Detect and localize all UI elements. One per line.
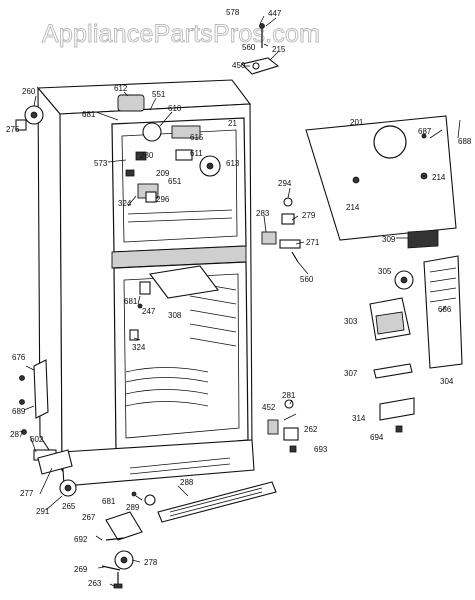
- part-label: 615: [190, 133, 204, 142]
- part-label: 681: [124, 297, 138, 306]
- part-label: 283: [256, 209, 270, 218]
- part-label: 305: [378, 267, 392, 276]
- freezer-controls: [117, 94, 221, 203]
- part-label: 681: [82, 110, 96, 119]
- part-label: 287: [10, 430, 24, 439]
- part-label: 676: [12, 353, 26, 362]
- part-label: 689: [12, 407, 26, 416]
- part-label: 209: [156, 169, 170, 178]
- part-label: 688: [458, 137, 472, 146]
- part-label: 610: [168, 104, 182, 113]
- part-label: 686: [438, 305, 452, 314]
- part-label: 21: [228, 119, 237, 128]
- part-label: 687: [418, 127, 432, 136]
- part-label: 613: [226, 159, 240, 168]
- fresh-food-parts: [129, 265, 219, 341]
- part-label: 294: [278, 179, 292, 188]
- part-label: 560: [300, 275, 314, 284]
- part-label: 324: [118, 199, 132, 208]
- part-label: 280: [140, 151, 154, 160]
- part-label: 681: [102, 497, 116, 506]
- part-label: 692: [74, 535, 88, 544]
- left-lower-parts: [19, 359, 73, 475]
- part-label: 314: [352, 414, 366, 423]
- part-label: 269: [74, 565, 88, 574]
- part-label: 263: [88, 579, 102, 588]
- part-label: 304: [440, 377, 454, 386]
- part-label: 651: [168, 177, 182, 186]
- kick-grille: [157, 481, 277, 523]
- part-label: 296: [156, 195, 170, 204]
- part-label: 201: [350, 118, 364, 127]
- part-label: 271: [306, 238, 320, 247]
- part-label: 611: [190, 149, 203, 158]
- part-label: 277: [20, 489, 34, 498]
- part-label: 278: [144, 558, 158, 567]
- dispenser-parts: [369, 255, 463, 433]
- side-part-260: [15, 105, 44, 131]
- part-label: 307: [344, 369, 358, 378]
- part-label: 288: [180, 478, 194, 487]
- part-label: 551: [152, 90, 166, 99]
- part-label: 308: [168, 311, 182, 320]
- part-label: 265: [62, 502, 76, 511]
- hinge-hardware: [261, 197, 301, 263]
- cabinet: [36, 79, 255, 487]
- part-label: 573: [94, 159, 108, 168]
- part-label: 612: [114, 84, 128, 93]
- part-label: 578: [226, 8, 240, 17]
- part-label: 452: [262, 403, 276, 412]
- part-label: 303: [344, 317, 358, 326]
- part-label: 324: [132, 343, 146, 352]
- part-label: 214: [346, 203, 360, 212]
- part-label: 276: [6, 125, 20, 134]
- part-label: 291: [36, 507, 50, 516]
- part-label: 447: [268, 9, 282, 18]
- watermark: AppliancePartsPros.com: [42, 20, 320, 48]
- bottom-parts: [101, 491, 156, 589]
- part-number-labels: 578 447 560 215 450 260 276 612 551 610 …: [6, 8, 472, 588]
- part-label: 262: [304, 425, 318, 434]
- part-label: 309: [382, 235, 396, 244]
- label-plate: [407, 229, 439, 249]
- part-label: 281: [282, 391, 296, 400]
- part-label: 289: [126, 503, 140, 512]
- part-label: 602: [30, 435, 44, 444]
- roller-assembly: [59, 479, 77, 497]
- part-label: 267: [82, 513, 96, 522]
- back-panel: [305, 115, 457, 241]
- part-label: 214: [432, 173, 446, 182]
- top-hinge-parts: [240, 23, 280, 75]
- leader-lines: [23, 15, 461, 587]
- part-label: 260: [22, 87, 36, 96]
- part-label: 450: [232, 61, 246, 70]
- part-label: 215: [272, 45, 286, 54]
- part-label: 279: [302, 211, 316, 220]
- part-label: 693: [314, 445, 328, 454]
- part-label: 247: [142, 307, 156, 316]
- part-label: 560: [242, 43, 256, 52]
- part-label: 694: [370, 433, 384, 442]
